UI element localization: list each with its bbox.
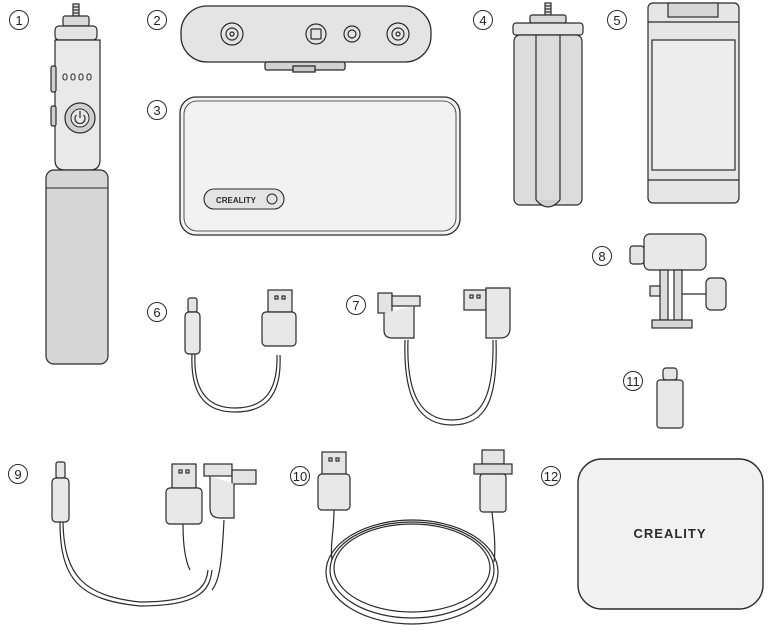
number-label-6: 6 (153, 305, 160, 320)
item-9: 9 (9, 462, 257, 606)
item-2: 2 (148, 6, 432, 72)
number-label-9: 9 (14, 467, 21, 482)
battery-pack-logo-badge: CREALITY (204, 189, 284, 209)
number-label-12: 12 (544, 469, 558, 484)
item-4: 4 (474, 3, 584, 207)
number-label-2: 2 (153, 13, 160, 28)
usb-c-adapter (657, 368, 683, 428)
power-button[interactable] (65, 103, 95, 133)
number-label-11: 11 (626, 374, 640, 389)
item-12: 12 CREALITY (542, 459, 764, 609)
number-label-8: 8 (598, 249, 605, 264)
item-1: 1 (10, 4, 109, 364)
item-10: 10 (291, 450, 513, 624)
mini-tripod (513, 3, 583, 207)
handheld-grip (46, 4, 108, 364)
case-logo-text: CREALITY (634, 526, 707, 541)
number-label-4: 4 (479, 13, 486, 28)
right-angle-usb-cable (378, 288, 510, 425)
long-usb-cable (318, 450, 512, 624)
battery-pack-logo-text: CREALITY (216, 196, 257, 205)
phone-holder (648, 3, 739, 203)
battery-pack-body (180, 97, 460, 235)
number-label-7: 7 (352, 298, 359, 313)
carrying-case: CREALITY (578, 459, 763, 609)
item-7: 7 (347, 288, 511, 425)
number-label-10: 10 (293, 469, 307, 484)
number-label-1: 1 (15, 13, 22, 28)
number-label-3: 3 (153, 103, 160, 118)
item-11: 11 (624, 368, 684, 428)
y-split-usb-cable (52, 462, 256, 606)
item-6: 6 (148, 290, 297, 412)
item-5: 5 (608, 3, 740, 203)
item-3: 3 CREALITY (148, 97, 461, 235)
usb-a-to-usb-c-cable (185, 290, 296, 412)
number-label-5: 5 (613, 13, 620, 28)
mount-adapter (630, 234, 726, 328)
scanner-body (181, 6, 431, 72)
item-8: 8 (593, 234, 727, 328)
